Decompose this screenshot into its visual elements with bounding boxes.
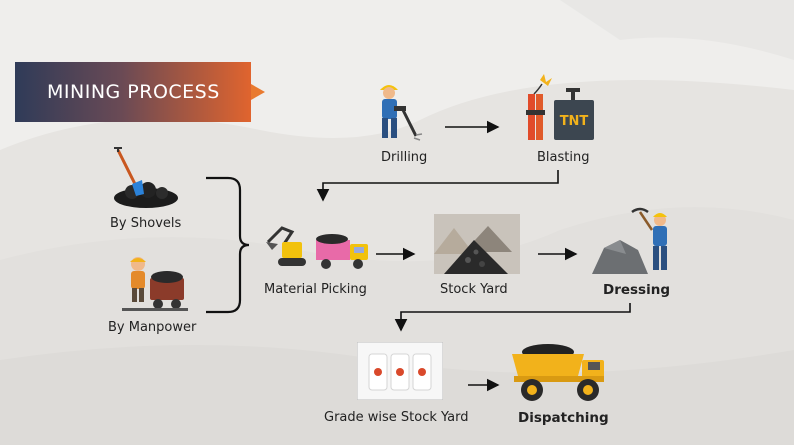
label-dispatching: Dispatching <box>518 410 609 426</box>
label-drilling: Drilling <box>381 150 428 165</box>
label-blasting: Blasting <box>537 150 590 165</box>
excavator-truck-icon <box>266 226 368 269</box>
label-dressing: Dressing <box>603 282 670 298</box>
tnt-label: TNT <box>560 114 589 129</box>
dump-truck-icon <box>512 344 604 401</box>
label-grade-stock-yard: Grade wise Stock Yard <box>324 410 469 425</box>
tnt-dynamite-icon: TNT <box>526 74 594 140</box>
input-bracket <box>206 176 250 314</box>
drilling-worker-icon <box>380 85 423 141</box>
label-by-manpower: By Manpower <box>108 320 197 335</box>
label-by-shovels: By Shovels <box>110 216 182 231</box>
label-material-picking: Material Picking <box>264 282 367 297</box>
banner-title: MINING PROCESS <box>47 81 220 103</box>
stock-yard-image <box>434 214 520 274</box>
arrow-blasting-picking <box>316 170 559 202</box>
grade-bags-image <box>357 342 443 400</box>
arrow-dressing-grade <box>394 303 631 332</box>
dressing-worker-icon <box>592 207 667 274</box>
shovel-icon <box>114 147 178 208</box>
mining-process-banner: MINING PROCESS <box>15 62 251 122</box>
banner-arrow-tip <box>251 84 265 100</box>
miner-cart-icon <box>122 257 188 311</box>
label-stock-yard: Stock Yard <box>440 282 508 297</box>
